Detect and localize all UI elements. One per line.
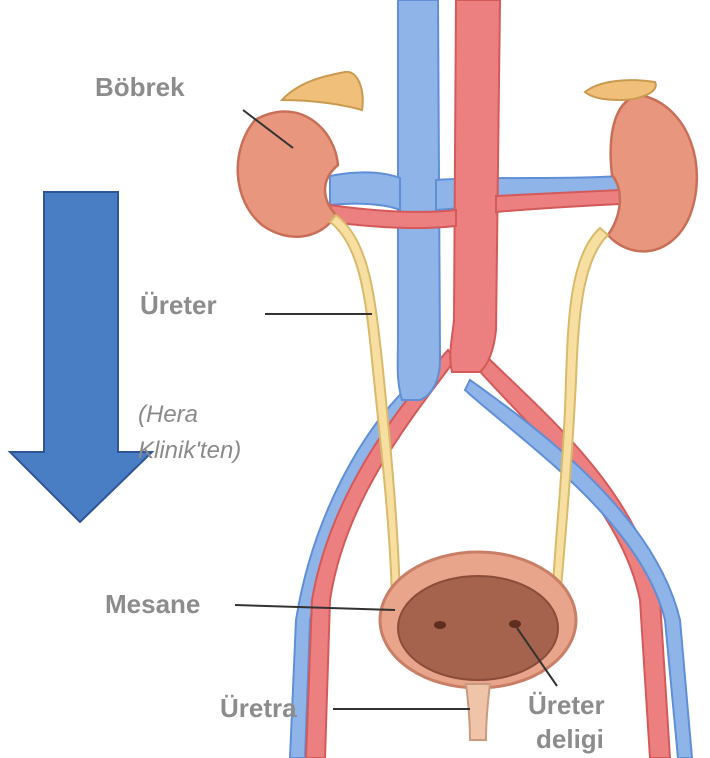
urethra xyxy=(466,684,490,740)
bladder-inner xyxy=(398,576,558,680)
label-ureter-opening-line1: Üreter xyxy=(528,690,605,720)
vena-cava xyxy=(398,0,440,400)
label-ureter-opening-line2: deligi xyxy=(536,724,604,754)
aorta xyxy=(450,0,500,372)
left-renal-vein xyxy=(330,172,400,210)
ureter-opening-left xyxy=(434,621,446,629)
source-note-line1: (Hera xyxy=(138,401,198,428)
source-note-line2: Klinik'ten) xyxy=(138,437,241,464)
label-kidney: Böbrek xyxy=(95,72,185,102)
label-bladder: Mesane xyxy=(105,589,200,619)
right-kidney xyxy=(608,95,697,251)
label-urethra: Üretra xyxy=(220,693,297,723)
left-kidney xyxy=(238,112,338,237)
left-adrenal-gland xyxy=(282,72,363,110)
ureter-opening-right xyxy=(509,620,521,628)
down-arrow-icon xyxy=(10,192,152,522)
label-ureter: Üreter xyxy=(140,290,217,320)
right-ureter xyxy=(552,228,608,600)
